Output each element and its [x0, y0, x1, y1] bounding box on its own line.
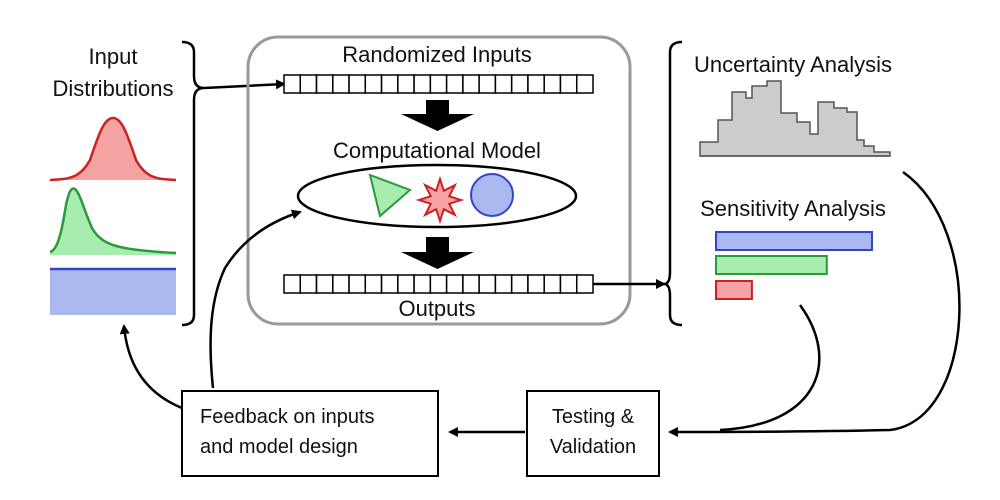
testing-validation-text: Testing & Validation	[527, 402, 659, 462]
output-array-cell	[348, 274, 367, 294]
input-array-cell	[478, 74, 497, 94]
output-array-cell	[494, 274, 513, 294]
uncertainty-analysis-label: Uncertainty Analysis	[694, 52, 892, 77]
output-array-cell	[478, 274, 497, 294]
output-array-cell	[510, 274, 529, 294]
input-array-cell	[299, 74, 318, 94]
randomized-inputs-label: Randomized Inputs	[342, 42, 532, 67]
sensitivity-bar-green	[715, 255, 828, 275]
feedback-to-model-curve	[209, 209, 302, 389]
feedback-line2: and model design	[200, 436, 358, 458]
output-array-cell	[559, 274, 578, 294]
star-icon	[415, 175, 465, 225]
output-array-cell	[413, 274, 432, 294]
input-array-cell	[575, 74, 594, 94]
normal-distribution-icon	[49, 116, 177, 182]
feedback-line1: Feedback on inputs	[200, 406, 375, 428]
input-brace	[181, 40, 205, 327]
analysis-brace	[663, 40, 683, 327]
circle-icon	[470, 173, 514, 217]
input-array-cell	[397, 74, 415, 94]
input-array-cell	[413, 74, 432, 94]
randomized-inputs-array	[283, 74, 594, 94]
output-array-cell	[364, 274, 383, 294]
triangle-icon	[368, 173, 412, 218]
output-array-cell	[445, 274, 464, 294]
feedback-to-inputs-curve	[119, 324, 183, 410]
output-array-cell	[332, 274, 350, 294]
skewed-distribution-icon	[49, 187, 177, 255]
arrow-to-randomized-inputs	[203, 79, 286, 90]
output-array-cell	[527, 274, 545, 294]
sensitivity-analysis-label: Sensitivity Analysis	[700, 196, 886, 221]
input-array-cell	[462, 74, 480, 94]
input-distributions-label-line2: Distributions	[52, 76, 173, 101]
output-array-cell	[575, 274, 594, 294]
output-array-cell	[429, 274, 448, 294]
testing-validation-box	[526, 390, 660, 477]
uncertainty-to-testing-curve	[668, 170, 961, 437]
sensitivity-bar-blue	[715, 231, 873, 251]
input-array-cell	[332, 74, 350, 94]
output-array-cell	[283, 274, 302, 294]
input-array-cell	[445, 74, 464, 94]
input-array-cell	[559, 74, 578, 94]
input-array-cell	[283, 74, 302, 94]
input-array-cell	[364, 74, 383, 94]
input-array-cell	[380, 74, 399, 94]
input-array-cell	[510, 74, 529, 94]
input-array-cell	[429, 74, 448, 94]
outputs-label: Outputs	[398, 296, 475, 321]
testing-validation-line1: Testing &	[551, 406, 635, 428]
uniform-distribution-icon	[50, 267, 176, 315]
input-array-cell	[315, 74, 334, 94]
output-array-cell	[380, 274, 399, 294]
output-array-cell	[397, 274, 415, 294]
output-array-cell	[543, 274, 562, 294]
sensitivity-to-testing-curve	[719, 304, 821, 432]
model-frame	[246, 35, 632, 326]
input-array-cell	[348, 74, 367, 94]
down-arrow-to-model	[401, 100, 474, 131]
output-array-cell	[315, 274, 334, 294]
feedback-text: Feedback on inputs and model design	[200, 402, 430, 462]
output-array-cell	[299, 274, 318, 294]
testing-validation-line2: Validation	[549, 436, 637, 458]
feedback-box	[181, 390, 439, 477]
input-distributions-label-line1: Input	[89, 44, 138, 69]
output-array-cell	[462, 274, 480, 294]
outputs-array	[283, 274, 594, 294]
uncertainty-histogram	[699, 80, 891, 157]
input-array-cell	[543, 74, 562, 94]
sensitivity-bar-red	[715, 280, 753, 300]
input-array-cell	[494, 74, 513, 94]
computational-model-label: Computational Model	[333, 138, 541, 163]
down-arrow-to-outputs	[401, 237, 474, 269]
input-array-cell	[527, 74, 545, 94]
